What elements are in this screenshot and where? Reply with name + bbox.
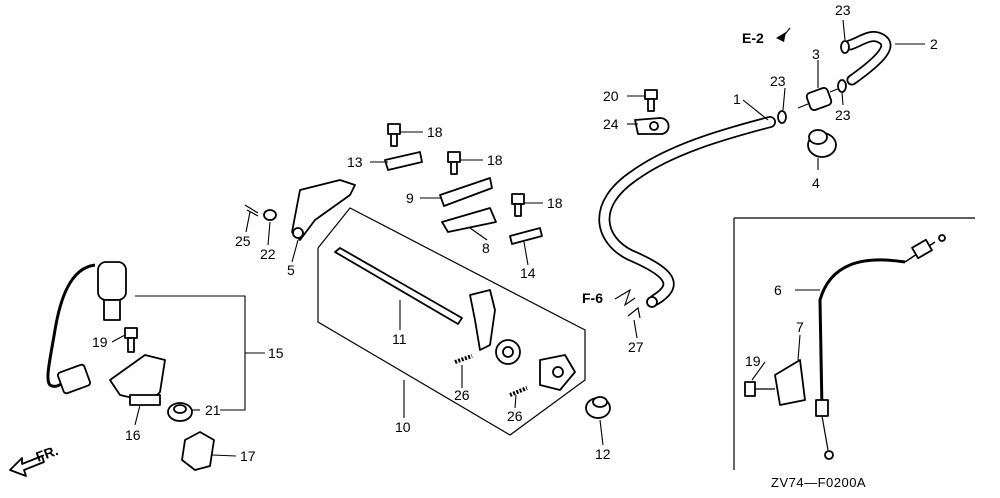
spring	[454, 354, 528, 397]
washer	[263, 209, 277, 221]
tube-clip-27	[627, 306, 641, 319]
bolt-19	[124, 327, 138, 353]
oil-switch	[46, 261, 127, 395]
flange-bolt	[387, 123, 525, 217]
bolt-20	[644, 89, 658, 112]
ref-f6: F-6	[582, 290, 603, 306]
callout-13: 13	[347, 154, 363, 170]
callout-25: 25	[235, 233, 251, 249]
front-arrow-icon: FR.	[9, 442, 61, 477]
callout-4: 4	[812, 175, 820, 191]
throttle-cable	[815, 234, 946, 460]
callout-19-inset: 19	[745, 353, 761, 369]
callout-3: 3	[812, 46, 820, 62]
callout-27: 27	[628, 339, 644, 355]
callout-9: 9	[406, 190, 414, 206]
callout-19-left: 19	[92, 334, 108, 350]
fuel-tube-short	[844, 31, 892, 86]
callout-26-right: 26	[507, 408, 523, 424]
callout-6: 6	[774, 282, 782, 298]
leader-lines	[111, 19, 925, 457]
ref-e2: E-2	[742, 30, 764, 46]
callout-10: 10	[395, 419, 411, 435]
tube-clip	[777, 40, 850, 124]
bolt-19-inset	[744, 381, 775, 397]
cotter-pin	[244, 204, 259, 217]
control-lever	[291, 179, 356, 241]
callout-15: 15	[268, 345, 284, 361]
lever-block	[539, 354, 576, 391]
tube-clamp	[634, 117, 670, 135]
callout-18-right: 18	[547, 195, 563, 211]
callout-18-top: 18	[427, 124, 443, 140]
cable-bracket	[774, 359, 806, 406]
callout-labels: 1 2 3 4 5 6 7 8 9 10 11 12 13 14 15 16 1…	[92, 2, 938, 464]
fuel-tube	[598, 116, 776, 308]
callout-11: 11	[392, 331, 407, 347]
callout-7: 7	[796, 319, 804, 335]
fuel-filter	[797, 87, 841, 111]
shaft-assembly-frame	[317, 207, 586, 436]
callout-24: 24	[603, 116, 619, 132]
shaft-grommet	[585, 396, 611, 419]
callout-1: 1	[733, 91, 741, 107]
front-label: FR.	[34, 442, 61, 465]
callout-21: 21	[205, 402, 221, 418]
callout-17: 17	[240, 448, 256, 464]
reference-labels: E-2 F-6	[582, 30, 786, 306]
governor-arm	[469, 289, 521, 365]
callout-14: 14	[520, 265, 536, 281]
callout-18-mid: 18	[487, 152, 503, 168]
callout-23-right: 23	[835, 107, 851, 123]
callout-23-top: 23	[835, 2, 851, 18]
callout-8: 8	[482, 240, 490, 256]
diagram-code: ZV74—F0200A	[771, 475, 866, 490]
switch-bracket	[109, 354, 166, 406]
callout-23-left: 23	[770, 73, 786, 89]
callout-20: 20	[603, 88, 619, 104]
plate	[384, 151, 543, 245]
callout-22: 22	[260, 246, 276, 262]
callout-16: 16	[125, 427, 141, 443]
callout-26-left: 26	[454, 387, 470, 403]
grommet	[807, 129, 837, 158]
switch-cap	[181, 431, 215, 471]
callout-12: 12	[595, 446, 611, 462]
callout-5: 5	[287, 262, 295, 278]
control-shaft	[334, 247, 463, 325]
inset-frame	[733, 217, 975, 470]
collar	[167, 402, 193, 422]
callout-2: 2	[930, 36, 938, 52]
